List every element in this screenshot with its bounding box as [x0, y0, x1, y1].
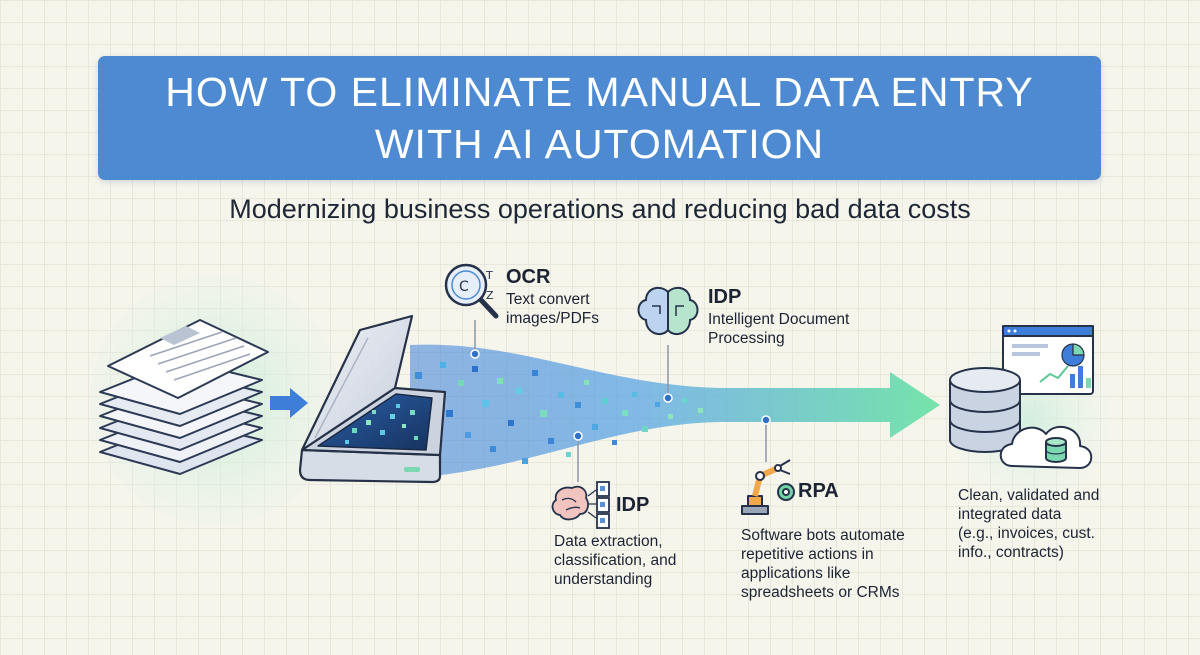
brain-circuit-icon — [637, 286, 699, 336]
output-line-4: info., contracts) — [958, 544, 1064, 561]
database-cloud-dashboard-icon — [949, 325, 1094, 469]
connector-dots — [470, 349, 771, 441]
flow-arrow — [410, 344, 940, 478]
ocr-line-2: images/PDFs — [506, 310, 600, 327]
svg-text:T: T — [485, 269, 493, 282]
subtitle: Modernizing business operations and redu… — [229, 194, 971, 224]
ocr-line-1: Text convert — [506, 291, 590, 308]
rpa-line-4: spreadsheets or CRMs — [741, 584, 900, 601]
rpa-line-2: repetitive actions in — [741, 546, 874, 563]
idp-bottom-line-3: understanding — [554, 571, 653, 588]
ocr-title: OCR — [506, 266, 551, 288]
idp-top-title: IDP — [708, 286, 742, 308]
rpa-title: RPA — [798, 480, 839, 502]
output-line-2: integrated data — [958, 506, 1062, 523]
idp-top-line-1: Intelligent Document — [708, 311, 850, 328]
arrow-right-icon — [270, 388, 308, 418]
output-line-1: Clean, validated and — [958, 487, 1100, 504]
svg-text:C: C — [459, 279, 469, 295]
flatbed-scanner-icon — [298, 314, 447, 484]
output-line-3: (e.g., invoices, cust. — [958, 525, 1095, 542]
svg-text:Z: Z — [486, 289, 494, 302]
title-line-2: WITH AI AUTOMATION — [374, 121, 825, 167]
idp-bottom-line-2: classification, and — [554, 552, 677, 569]
connector-lines — [474, 320, 767, 482]
brain-documents-icon — [551, 481, 610, 529]
rpa-line-1: Software bots automate — [741, 527, 905, 544]
idp-bottom-title: IDP — [616, 494, 650, 516]
robot-arm-gear-icon — [741, 459, 795, 515]
title-line-1: HOW TO ELIMINATE MANUAL DATA ENTRY — [165, 69, 1034, 115]
title-banner: HOW TO ELIMINATE MANUAL DATA ENTRY WITH … — [98, 56, 1101, 180]
paper-stack-icon — [99, 319, 269, 475]
scanner-glass-pixels — [345, 404, 418, 444]
data-particles — [415, 362, 703, 464]
rpa-line-3: applications like — [741, 565, 851, 582]
idp-top-line-2: Processing — [708, 330, 785, 347]
idp-bottom-line-1: Data extraction, — [554, 533, 663, 550]
magnifier-ocr-icon: C T Z — [444, 263, 499, 319]
